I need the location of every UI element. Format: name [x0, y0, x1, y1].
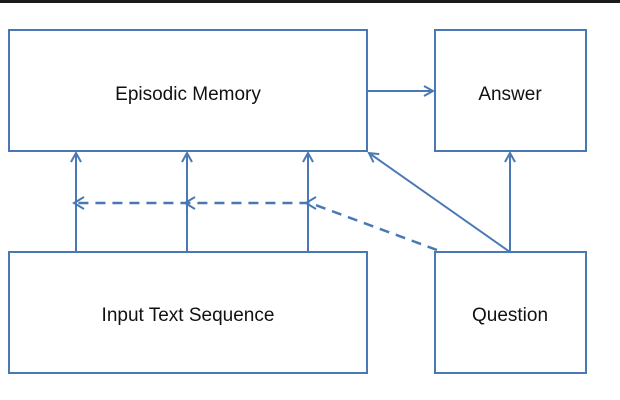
input-text-sequence-box [8, 251, 368, 374]
episodic-memory-label: Episodic Memory [115, 84, 261, 105]
question-label: Question [472, 305, 548, 326]
answer-label: Answer [478, 84, 542, 105]
dashed-arrowhead-2 [183, 196, 196, 210]
input-text-sequence-label: Input Text Sequence [102, 305, 275, 326]
question-box [434, 251, 587, 374]
dashed-arrowhead-1 [304, 196, 317, 210]
top-rule [0, 0, 620, 3]
dashed-arrowhead-3 [72, 196, 85, 210]
question-to-memory-arrow [369, 153, 511, 253]
answer-box [434, 29, 587, 152]
question-dashed-attention-line [78, 201, 438, 252]
